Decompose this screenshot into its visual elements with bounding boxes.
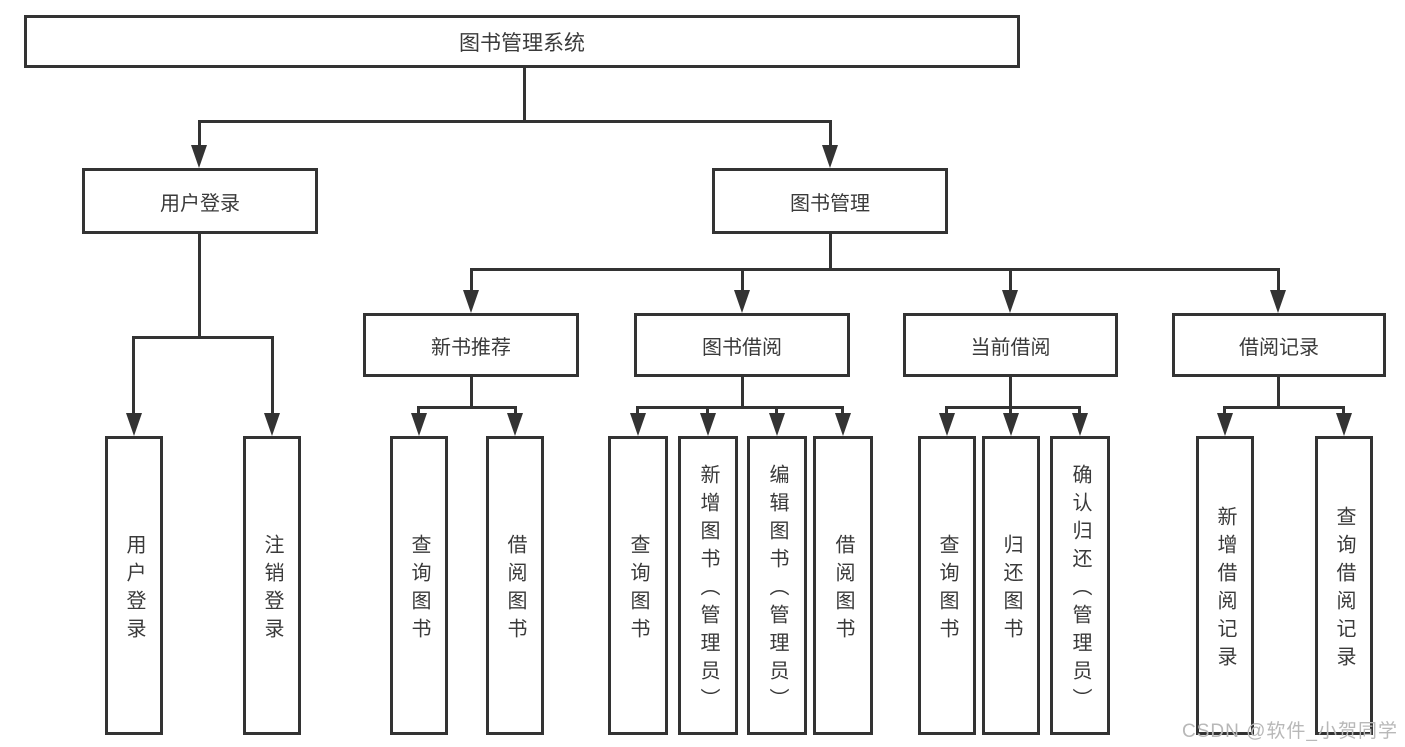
arrow-down-icon bbox=[507, 413, 523, 436]
connector-line bbox=[636, 406, 639, 415]
connector-line bbox=[470, 377, 473, 406]
arrow-down-icon bbox=[1072, 413, 1088, 436]
leaf-query-borrow-record: 查询借阅记录 bbox=[1315, 436, 1373, 735]
arrow-down-icon bbox=[835, 413, 851, 436]
connector-line bbox=[741, 268, 744, 292]
connector-line bbox=[1342, 406, 1345, 415]
arrow-down-icon bbox=[822, 145, 838, 168]
node-book-management: 图书管理 bbox=[712, 168, 948, 234]
leaf-query-books-borrowing: 查询图书 bbox=[608, 436, 668, 735]
connector-line bbox=[775, 406, 778, 415]
arrow-down-icon bbox=[1270, 290, 1286, 313]
arrow-down-icon bbox=[191, 145, 207, 168]
arrow-down-icon bbox=[411, 413, 427, 436]
node-new-book-recommendation: 新书推荐 bbox=[363, 313, 579, 377]
csdn-watermark: CSDN @软件_小贺同学 bbox=[1182, 721, 1398, 742]
node-library-management-system: 图书管理系统 bbox=[24, 15, 1020, 68]
connector-line bbox=[417, 406, 517, 409]
node-user-login-group: 用户登录 bbox=[82, 168, 318, 234]
arrow-down-icon bbox=[463, 290, 479, 313]
connector-line bbox=[1009, 377, 1012, 406]
connector-line bbox=[1223, 406, 1345, 409]
arrow-down-icon bbox=[734, 290, 750, 313]
connector-line bbox=[636, 406, 844, 409]
connector-line bbox=[132, 336, 135, 414]
leaf-edit-books-admin: 编辑图书（管理员） bbox=[747, 436, 807, 735]
leaf-query-books-recommend: 查询图书 bbox=[390, 436, 448, 735]
node-current-borrowing: 当前借阅 bbox=[903, 313, 1118, 377]
connector-line bbox=[829, 120, 832, 146]
connector-line bbox=[1078, 406, 1081, 415]
arrow-down-icon bbox=[1003, 413, 1019, 436]
leaf-add-books-admin: 新增图书（管理员） bbox=[678, 436, 738, 735]
node-borrowing-records: 借阅记录 bbox=[1172, 313, 1386, 377]
arrow-down-icon bbox=[126, 413, 142, 436]
arrow-down-icon bbox=[1002, 290, 1018, 313]
leaf-user-login: 用户登录 bbox=[105, 436, 163, 735]
connector-line bbox=[470, 268, 1280, 271]
connector-line bbox=[829, 234, 832, 271]
arrow-down-icon bbox=[1217, 413, 1233, 436]
connector-line bbox=[198, 234, 201, 336]
connector-line bbox=[1009, 406, 1012, 415]
connector-line bbox=[1277, 377, 1280, 406]
leaf-add-borrow-record: 新增借阅记录 bbox=[1196, 436, 1254, 735]
connector-line bbox=[841, 406, 844, 415]
connector-line bbox=[741, 377, 744, 406]
connector-line bbox=[1277, 268, 1280, 292]
connector-line bbox=[1009, 268, 1012, 292]
connector-line bbox=[523, 68, 526, 120]
leaf-confirm-return-admin: 确认归还（管理员） bbox=[1050, 436, 1110, 735]
leaf-return-books: 归还图书 bbox=[982, 436, 1040, 735]
connector-line bbox=[706, 406, 709, 415]
leaf-borrow-books-recommend: 借阅图书 bbox=[486, 436, 544, 735]
arrow-down-icon bbox=[264, 413, 280, 436]
connector-line bbox=[417, 406, 420, 415]
arrow-down-icon bbox=[939, 413, 955, 436]
node-book-borrowing: 图书借阅 bbox=[634, 313, 850, 377]
leaf-borrow-books: 借阅图书 bbox=[813, 436, 873, 735]
connector-line bbox=[198, 120, 201, 146]
leaf-query-books-current: 查询图书 bbox=[918, 436, 976, 735]
connector-line bbox=[514, 406, 517, 415]
leaf-logout: 注销登录 bbox=[243, 436, 301, 735]
arrow-down-icon bbox=[769, 413, 785, 436]
connector-line bbox=[945, 406, 948, 415]
arrow-down-icon bbox=[630, 413, 646, 436]
connector-line bbox=[1223, 406, 1226, 415]
connector-line bbox=[945, 406, 1081, 409]
arrow-down-icon bbox=[700, 413, 716, 436]
arrow-down-icon bbox=[1336, 413, 1352, 436]
connector-line bbox=[132, 336, 274, 339]
connector-line bbox=[198, 120, 831, 123]
connector-line bbox=[470, 268, 473, 292]
connector-line bbox=[271, 336, 274, 414]
